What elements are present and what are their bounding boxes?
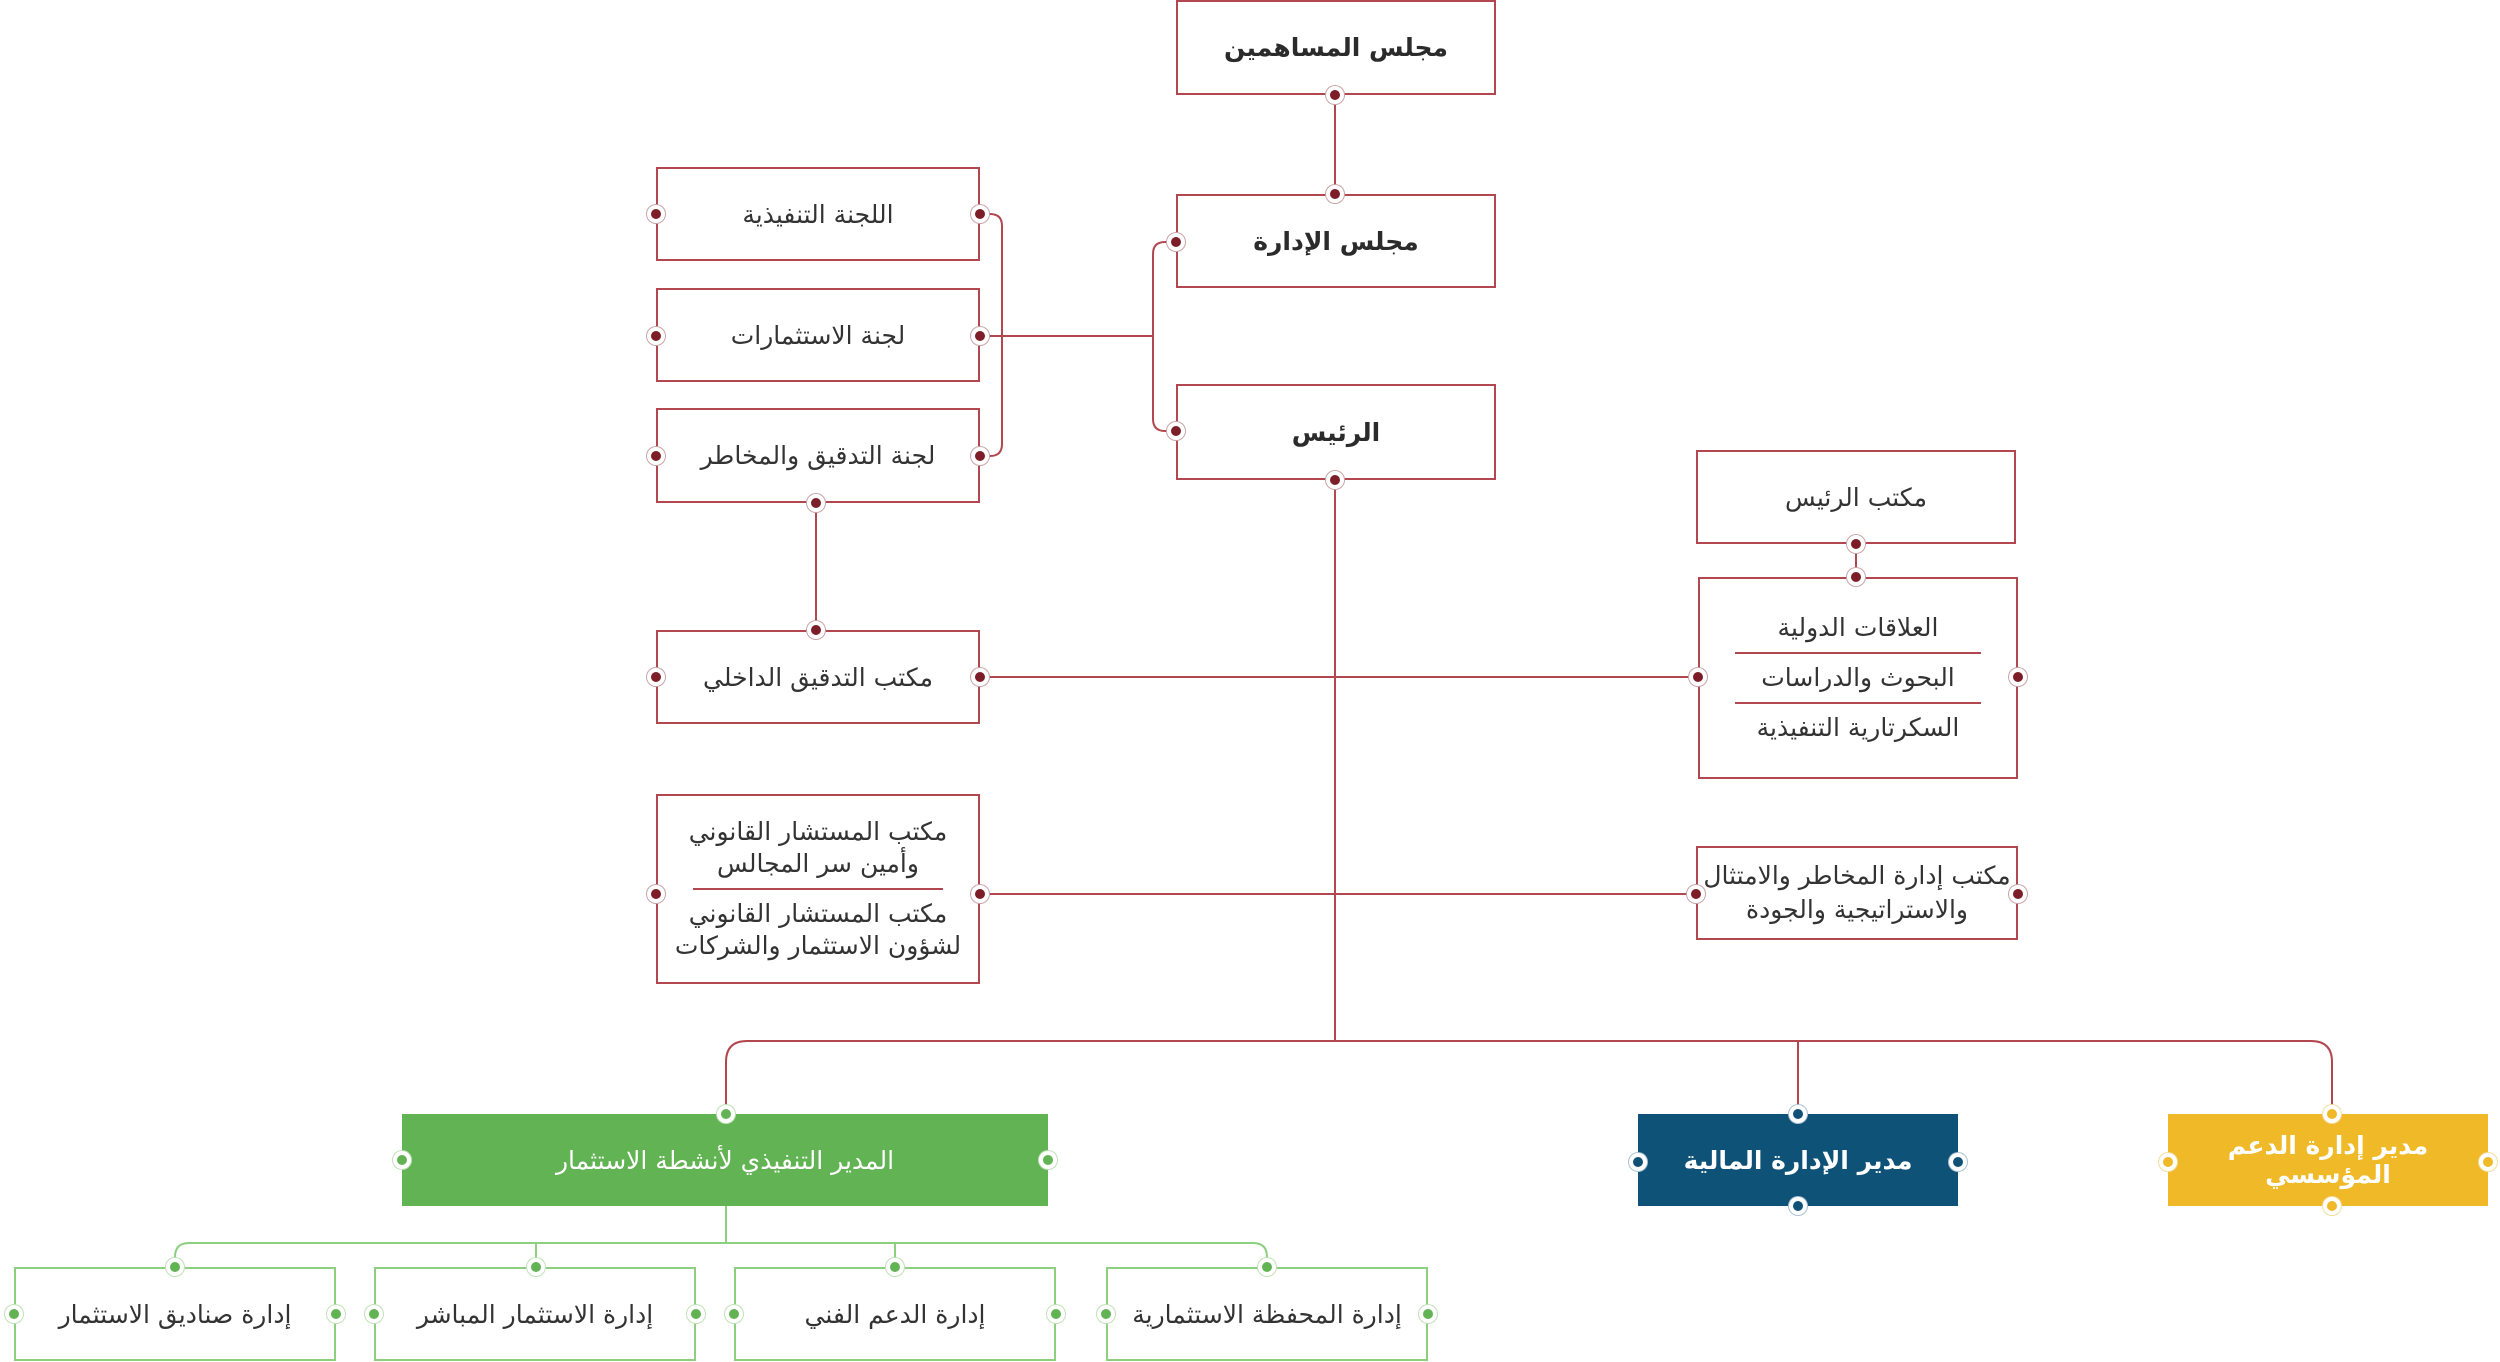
exec-secretariat-label: السكرتارية التنفيذية	[1756, 713, 1960, 742]
connector-dot	[393, 1151, 411, 1169]
connector-dot	[1097, 1305, 1115, 1323]
connector-dot	[2323, 1105, 2341, 1123]
chairman-box: الرئيس	[1176, 384, 1496, 480]
connector-dot	[1847, 568, 1865, 586]
funds-mgmt-box: إدارة صناديق الاستثمار	[14, 1267, 336, 1361]
connector-dot	[1326, 185, 1344, 203]
connector-dot	[971, 668, 989, 686]
invest-committee-label: لجنة الاستثمارات	[730, 320, 906, 350]
funds-mgmt-label: إدارة صناديق الاستثمار	[58, 1299, 292, 1329]
connector-dot	[647, 885, 665, 903]
chairman-office-box: مكتب الرئيس	[1696, 450, 2016, 544]
connector-dot	[725, 1305, 743, 1323]
finance-director-box: مدير الإدارة المالية	[1638, 1114, 1958, 1206]
exec-committee-box: اللجنة التنفيذية	[656, 167, 980, 261]
audit-committee-box: لجنة التدقيق والمخاطر	[656, 408, 980, 503]
risk-office-box: مكتب إدارة المخاطر والامتثال والاستراتيج…	[1696, 846, 2018, 940]
connector-dot	[971, 327, 989, 345]
support-director-label: مدير إدارة الدعم المؤسسي	[2227, 1131, 2429, 1189]
connector-dot	[1629, 1153, 1647, 1171]
legal-office-investment: مكتب المستشار القانوني لشؤون الاستثمار و…	[674, 899, 962, 960]
support-director-box: مدير إدارة الدعم المؤسسي	[2168, 1114, 2488, 1206]
shareholders-label: مجلس المساهمين	[1223, 33, 1449, 62]
connector-dot	[1258, 1258, 1276, 1276]
connector-dot	[2159, 1153, 2177, 1171]
connector-dot	[1847, 535, 1865, 553]
connector-dot	[1689, 668, 1707, 686]
connector-dot	[647, 205, 665, 223]
connector-dot	[971, 885, 989, 903]
board-box: مجلس الإدارة	[1176, 194, 1496, 288]
chairman-office-label: مكتب الرئيس	[1785, 482, 1927, 512]
connector-dot	[807, 621, 825, 639]
connector-dot	[1326, 471, 1344, 489]
tech-support-label: إدارة الدعم الفني	[804, 1299, 986, 1329]
direct-invest-label: إدارة الاستثمار المباشر	[416, 1299, 654, 1329]
connector-dot	[327, 1305, 345, 1323]
finance-director-label: مدير الإدارة المالية	[1683, 1145, 1913, 1175]
connector-dot	[1039, 1151, 1057, 1169]
portfolio-mgmt-label: إدارة المحفظة الاستثمارية	[1132, 1299, 1402, 1329]
portfolio-mgmt-box: إدارة المحفظة الاستثمارية	[1106, 1267, 1428, 1361]
connector-dot	[2009, 668, 2027, 686]
divider	[1734, 652, 1982, 654]
connector-dot	[527, 1258, 545, 1276]
risk-office-label: مكتب إدارة المخاطر والامتثال والاستراتيج…	[1703, 861, 2011, 924]
board-label: مجلس الإدارة	[1253, 226, 1419, 256]
chairman-label: الرئيس	[1291, 417, 1381, 447]
internal-audit-box: مكتب التدقيق الداخلي	[656, 630, 980, 724]
connector-dot	[807, 494, 825, 512]
internal-audit-label: مكتب التدقيق الداخلي	[703, 662, 933, 692]
intl-relations-label: العلاقات الدولية	[1777, 613, 1939, 642]
shareholders-box: مجلس المساهمين	[1176, 0, 1496, 95]
connector-dot	[1949, 1153, 1967, 1171]
chairman-units-box: العلاقات الدولية البحوث والدراسات السكرت…	[1698, 577, 2018, 779]
connector-dot	[1167, 422, 1185, 440]
ceo-investment-box: المدير التنفيذي لأنشطة الاستثمار	[402, 1114, 1048, 1206]
divider	[1734, 702, 1982, 704]
legal-office-secretary: مكتب المستشار القانوني وأمين سر المجالس	[688, 817, 948, 878]
exec-committee-label: اللجنة التنفيذية	[742, 199, 894, 229]
connector-dot	[1789, 1105, 1807, 1123]
connector-dot	[5, 1305, 23, 1323]
connector-dot	[886, 1258, 904, 1276]
invest-committee-box: لجنة الاستثمارات	[656, 288, 980, 382]
connector-dot	[971, 205, 989, 223]
connector-dot	[1419, 1305, 1437, 1323]
audit-committee-label: لجنة التدقيق والمخاطر	[700, 441, 936, 470]
connector-dot	[2479, 1153, 2497, 1171]
direct-invest-box: إدارة الاستثمار المباشر	[374, 1267, 696, 1361]
connector-dot	[687, 1305, 705, 1323]
connector-dot	[166, 1258, 184, 1276]
connector-dot	[717, 1105, 735, 1123]
connector-dot	[2323, 1197, 2341, 1215]
connector-dot	[2009, 885, 2027, 903]
tech-support-box: إدارة الدعم الفني	[734, 1267, 1056, 1361]
connector-dot	[647, 447, 665, 465]
connector-dot	[1687, 885, 1705, 903]
connector-dot	[1047, 1305, 1065, 1323]
connector-dot	[1167, 233, 1185, 251]
connector-dot	[647, 668, 665, 686]
connector-dot	[365, 1305, 383, 1323]
connector-dot	[1326, 86, 1344, 104]
ceo-investment-label: المدير التنفيذي لأنشطة الاستثمار	[555, 1145, 895, 1175]
legal-offices-box: مكتب المستشار القانوني وأمين سر المجالس …	[656, 794, 980, 984]
connector-dot	[647, 327, 665, 345]
connector-dot	[971, 447, 989, 465]
divider	[693, 888, 943, 890]
research-label: البحوث والدراسات	[1761, 663, 1955, 692]
connector-dot	[1789, 1197, 1807, 1215]
